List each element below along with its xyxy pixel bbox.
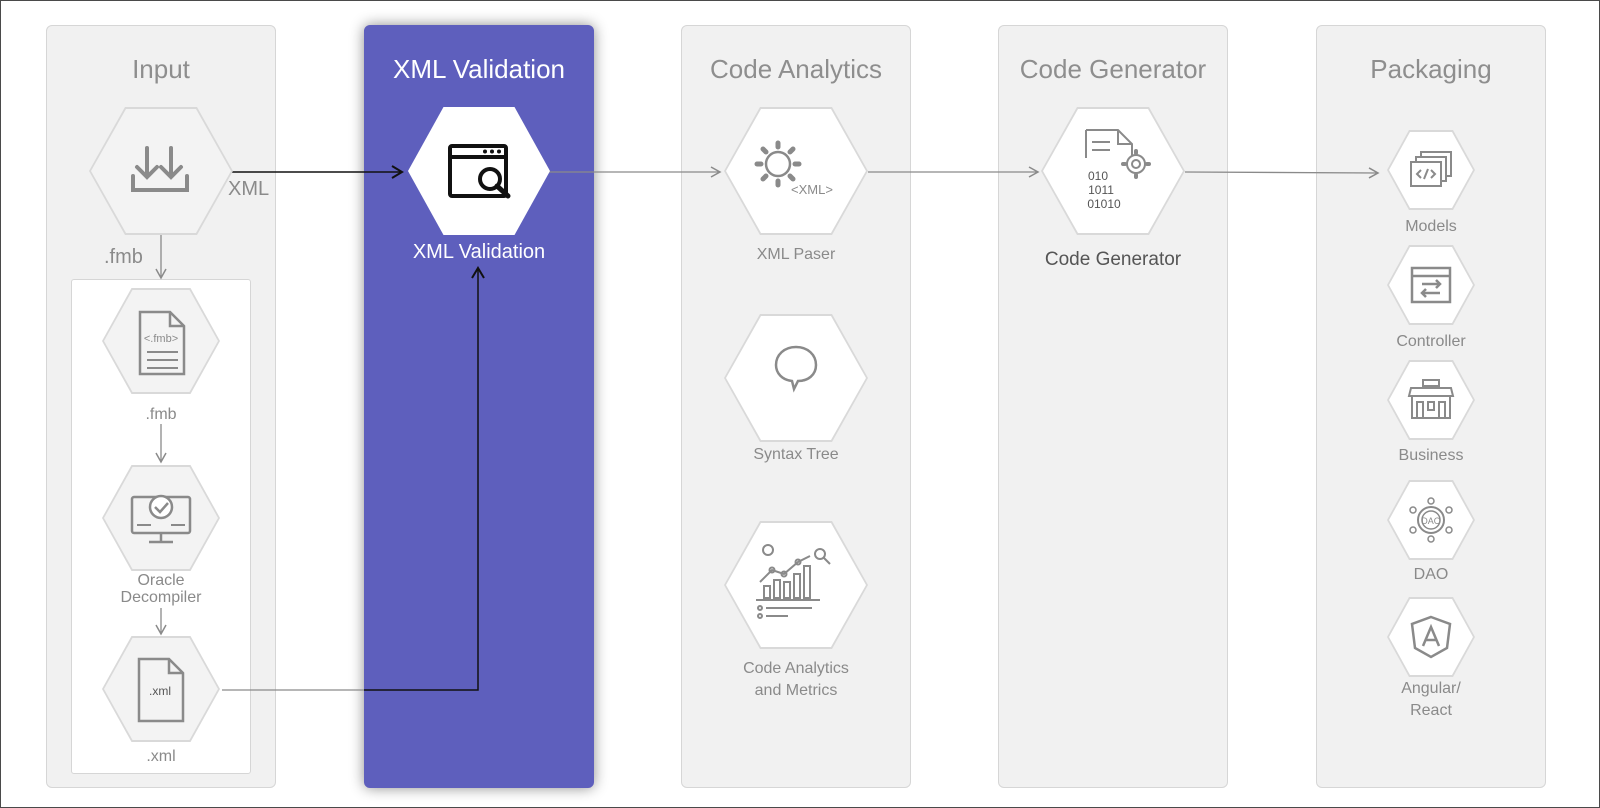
code-generator-node-label: Code Generator xyxy=(1044,249,1182,270)
xml-node xyxy=(102,636,220,742)
angular-label-line1: Angular/ xyxy=(1401,680,1461,697)
dao-network-icon: DAO xyxy=(1409,497,1453,543)
xml-file-label: .xml xyxy=(146,748,176,765)
dao-label: DAO xyxy=(1413,566,1449,583)
bits-line2: 1011 xyxy=(1088,183,1114,197)
download-icon xyxy=(131,146,189,192)
document-gear-icon: 010 1011 01010 xyxy=(1085,129,1151,211)
decompiler-label-line2: Decompiler xyxy=(120,589,202,606)
arrow-xml-to-validation-up xyxy=(364,266,485,691)
column-title-packaging: Packaging xyxy=(1370,54,1492,84)
column-title-xml-validation: XML Validation xyxy=(393,54,565,84)
decompiler-label-line1: Oracle xyxy=(137,572,185,589)
fmb-doc-text: <.fmb> xyxy=(144,333,178,345)
xml-doc-text: .xml xyxy=(149,684,171,698)
fmb-file-label: .fmb xyxy=(145,406,177,423)
xml-parser-label: XML Paser xyxy=(756,246,836,263)
controller-label: Controller xyxy=(1396,333,1466,350)
models-label: Models xyxy=(1405,218,1457,235)
column-title-code-generator: Code Generator xyxy=(1019,54,1207,84)
monitor-gear-icon xyxy=(130,494,192,544)
code-windows-icon xyxy=(1410,151,1452,187)
xml-document-icon: .xml xyxy=(137,657,185,723)
xml-validation-node-label: XML Validation xyxy=(412,241,546,263)
arrow-generator-to-packaging xyxy=(1184,167,1380,179)
gear-xml-icon: <XML> xyxy=(754,140,833,197)
angular-icon xyxy=(1410,615,1452,659)
column-title-input: Input xyxy=(132,54,190,84)
fmb-document-icon: <.fmb> xyxy=(138,310,186,376)
dao-icon-text: DAO xyxy=(1421,516,1441,526)
syntax-tree-node xyxy=(724,314,868,442)
angular-label-line2: React xyxy=(1410,702,1452,719)
metrics-label-line2: and Metrics xyxy=(754,682,838,699)
parser-icon-text: <XML> xyxy=(791,182,833,197)
controller-window-icon xyxy=(1410,266,1452,304)
browser-search-icon xyxy=(448,144,511,199)
bits-line1: 010 xyxy=(1088,169,1108,183)
speech-bubble-icon xyxy=(774,345,818,393)
analytics-chart-icon xyxy=(756,544,831,619)
business-label: Business xyxy=(1398,447,1464,464)
storefront-icon xyxy=(1407,379,1455,419)
column-title-code-analytics: Code Analytics xyxy=(710,54,882,84)
bits-line3: 01010 xyxy=(1087,197,1121,211)
edge-label-xml: XML xyxy=(228,178,270,200)
edge-label-fmb: .fmb xyxy=(104,246,143,268)
syntax-tree-label: Syntax Tree xyxy=(753,446,839,463)
metrics-label-line1: Code Analytics xyxy=(743,660,849,677)
